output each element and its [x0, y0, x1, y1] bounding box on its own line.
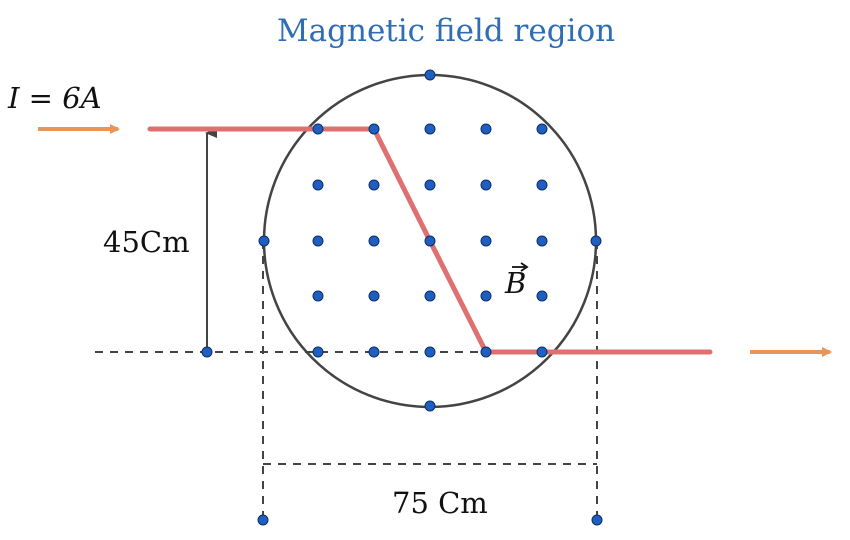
field-dot	[424, 123, 436, 135]
height-label: 45Cm	[103, 225, 190, 259]
field-dot	[536, 235, 548, 247]
diagram-title: Magnetic field region	[277, 13, 615, 49]
field-dot	[368, 290, 380, 302]
field-dot	[480, 346, 492, 358]
field-dot	[258, 235, 270, 247]
field-dot	[424, 346, 436, 358]
field-dot	[536, 123, 548, 135]
field-dot	[312, 346, 324, 358]
field-dot	[201, 346, 213, 358]
field-dot	[368, 346, 380, 358]
magnetic-field-label: B	[504, 266, 526, 300]
field-dot	[368, 179, 380, 191]
field-dot	[591, 514, 603, 526]
field-dot	[312, 123, 324, 135]
field-dots	[201, 69, 603, 526]
field-dot	[590, 235, 602, 247]
field-dot	[480, 290, 492, 302]
field-dot	[536, 290, 548, 302]
field-dot	[424, 179, 436, 191]
vector-arrow-head	[520, 262, 529, 272]
field-dot	[424, 400, 436, 412]
field-dot	[368, 123, 380, 135]
width-label: 75 Cm	[392, 486, 488, 520]
current-label: I = 6A	[7, 81, 102, 115]
field-dot	[480, 179, 492, 191]
field-dot	[480, 123, 492, 135]
field-dot	[312, 179, 324, 191]
field-dot	[424, 290, 436, 302]
field-dot	[312, 290, 324, 302]
field-dot	[424, 235, 436, 247]
field-dot	[536, 179, 548, 191]
field-dot	[312, 235, 324, 247]
field-dot	[424, 69, 436, 81]
field-dot	[536, 346, 548, 358]
field-dot	[368, 235, 380, 247]
field-dot	[257, 514, 269, 526]
field-dot	[480, 235, 492, 247]
